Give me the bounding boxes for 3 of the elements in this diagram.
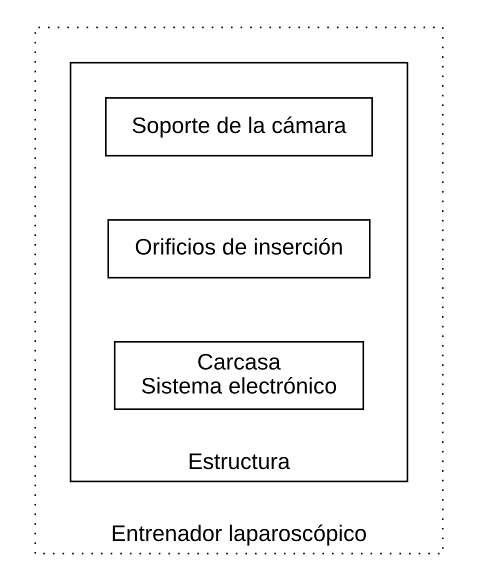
node-box: Carcasa Sistema electrónico [114, 341, 364, 410]
node-box: Soporte de la cámara [105, 97, 373, 157]
node-box: Orificios de inserción [107, 219, 371, 278]
